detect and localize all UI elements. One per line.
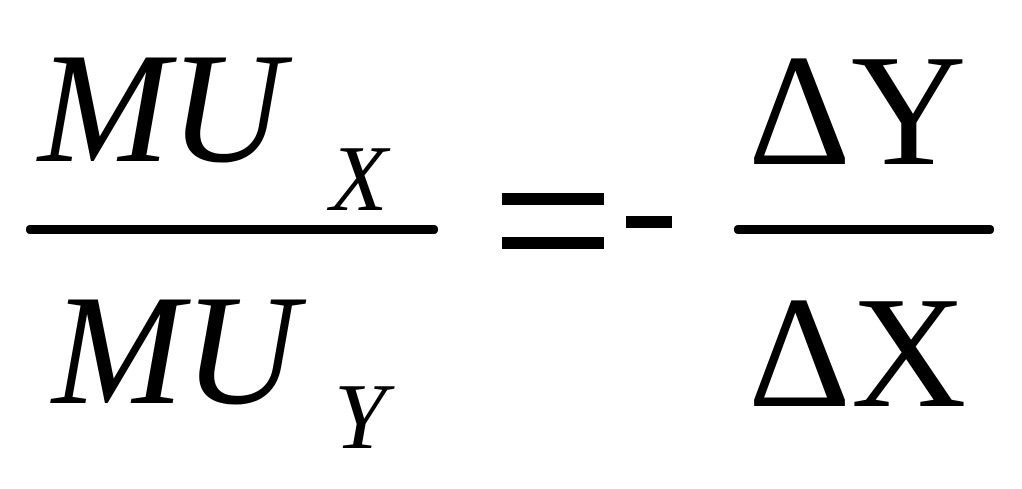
denominator-mu: MU (52, 263, 298, 438)
numerator-mu: MU (38, 21, 284, 196)
equals-top-bar (502, 193, 604, 205)
minus-sign (626, 216, 672, 228)
delta-x: ΔX (748, 263, 967, 441)
left-fraction-bar (26, 225, 438, 234)
denominator-subscript-y: Y (334, 365, 387, 469)
equals-bottom-bar (502, 237, 604, 249)
numerator-subscript-x: X (330, 127, 388, 231)
right-fraction-bar (734, 225, 994, 234)
delta-y: ΔY (748, 21, 967, 199)
